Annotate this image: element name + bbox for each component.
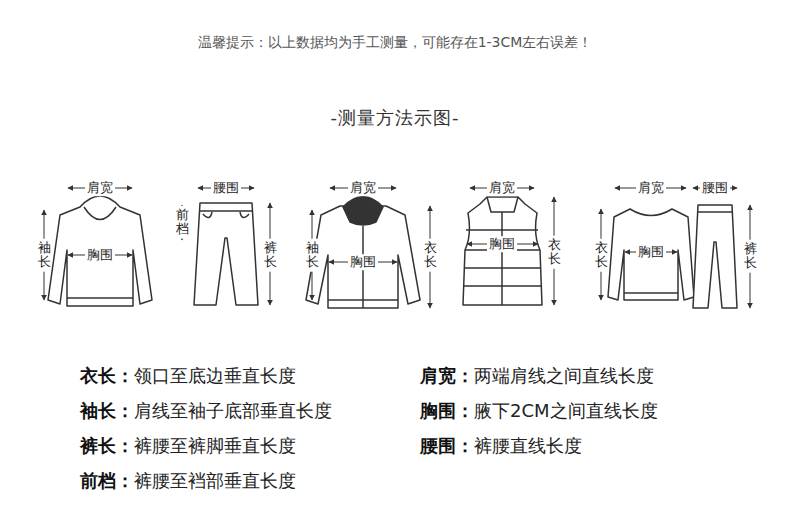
measure-label: 腰围 — [700, 180, 730, 196]
term-definition: 两端肩线之间直线长度 — [474, 365, 654, 387]
measure-label: 胸围 — [636, 244, 666, 260]
vest-zipper — [501, 212, 503, 305]
pants-pocket — [203, 212, 249, 218]
term-name: 前档： — [80, 470, 134, 492]
measure-label: 腰围 — [211, 180, 241, 196]
measure-label: 裤长 — [744, 240, 757, 273]
hoodie — [48, 196, 152, 306]
set-pants-waistband — [698, 211, 732, 213]
term-name: 腰围： — [420, 435, 474, 457]
sweater — [608, 209, 694, 300]
term-definition: 腋下2CM之间直线长度 — [474, 400, 658, 422]
measure-label: 胸围 — [487, 236, 517, 252]
measure-label: 衣长 — [548, 236, 561, 269]
set-pants — [693, 205, 737, 308]
vest — [463, 197, 542, 305]
sweater-hem — [624, 292, 678, 294]
term-definition: 领口至底边垂直长度 — [134, 365, 296, 387]
term-definition: 裤腰直线长度 — [474, 435, 582, 457]
measure-label: 衣长 — [424, 239, 437, 272]
jacket-hood — [343, 197, 383, 226]
measure-label: 衣长 — [595, 239, 608, 272]
measure-label: 肩宽 — [85, 180, 115, 196]
vest-collar — [487, 197, 518, 212]
pants — [194, 203, 258, 305]
term-definition: 肩线至袖子底部垂直长度 — [134, 400, 332, 422]
term-name: 裤长： — [80, 435, 134, 457]
term-name: 袖长： — [80, 400, 134, 422]
measure-label: 袖长 — [306, 239, 319, 272]
hood-line — [84, 207, 116, 220]
term-name: 肩宽： — [420, 365, 474, 387]
measure-label: 前档 — [176, 206, 189, 239]
hoodie-hem — [67, 297, 133, 299]
measure-label: 胸围 — [348, 254, 378, 270]
pants-waistband — [200, 210, 252, 212]
measure-label: 肩宽 — [636, 180, 666, 196]
diagram-title: -测量方法示图- — [331, 107, 460, 129]
measure-label: 裤长 — [264, 239, 277, 272]
note-text: 温馨提示：以上数据均为手工测量，可能存在1-3CM左右误差！ — [198, 34, 593, 51]
jacket-hem — [328, 299, 398, 301]
term-definition: 裤腰至裤脚垂直长度 — [134, 435, 296, 457]
measure-arrows — [44, 188, 750, 308]
measure-label: 肩宽 — [348, 180, 378, 196]
measure-label: 胸围 — [85, 247, 115, 263]
measure-label: 袖长 — [38, 239, 51, 272]
term-name: 衣长： — [80, 365, 134, 387]
term-name: 胸围： — [420, 400, 474, 422]
vest-quilting — [464, 230, 542, 286]
term-definition: 裤腰至裆部垂直长度 — [134, 470, 296, 492]
measure-label: 肩宽 — [487, 180, 517, 196]
